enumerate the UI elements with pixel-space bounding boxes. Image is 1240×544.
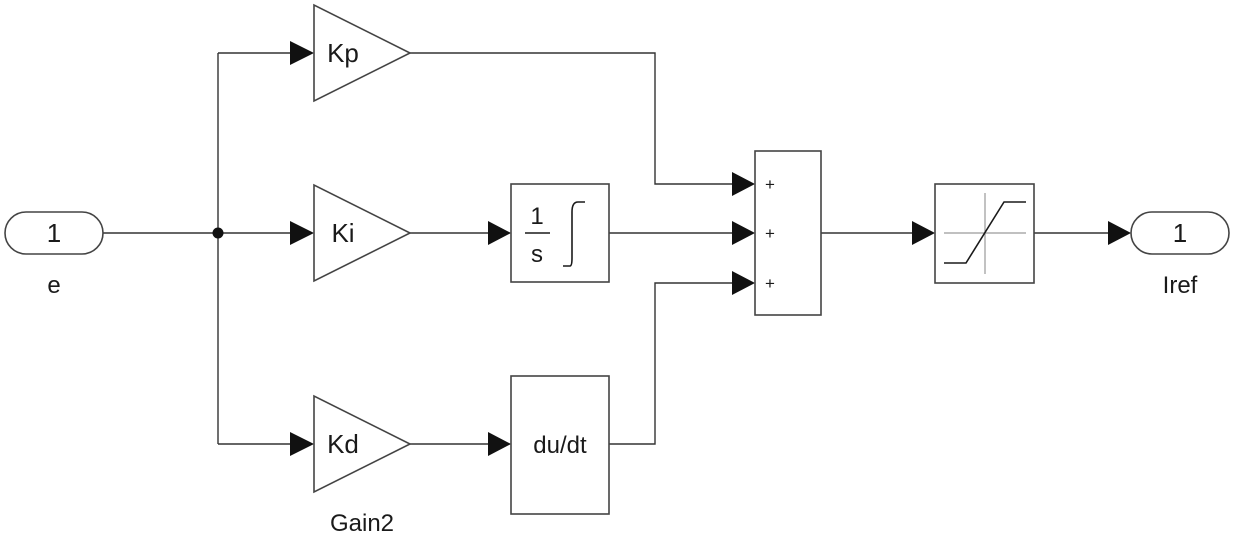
gain-kd-label: Kd — [327, 429, 359, 459]
arrow-into-sum-2 — [732, 221, 755, 245]
arrow-into-integrator — [488, 221, 511, 245]
integrator-numerator: 1 — [530, 203, 543, 230]
arrow-into-sum-3 — [732, 271, 755, 295]
arrow-into-kp — [290, 41, 314, 65]
sum-block[interactable]: + + + — [754, 150, 822, 316]
inport-shape[interactable] — [4, 211, 104, 255]
gain-kd-shape[interactable] — [313, 394, 412, 494]
inport-block[interactable]: 1 e — [4, 211, 104, 299]
gain-kd-name: Gain2 — [330, 510, 394, 537]
arrow-into-ki — [290, 221, 314, 245]
gain-kp-label: Kp — [327, 38, 359, 68]
signal-kp-to-sum[interactable] — [410, 52, 732, 185]
sum-sign-2: + — [765, 224, 775, 243]
integrator-block[interactable]: 1 s — [510, 183, 610, 283]
derivative-shape[interactable] — [510, 375, 610, 515]
inport-number: 1 — [47, 218, 61, 248]
inport-name: e — [47, 272, 60, 299]
arrow-into-kd — [290, 432, 314, 456]
gain-ki-block[interactable]: Ki — [313, 183, 412, 283]
gain-kd-block[interactable]: Kd Gain2 — [313, 394, 412, 537]
outport-block[interactable]: 1 Iref — [1130, 211, 1230, 299]
arrow-into-derivative — [488, 432, 511, 456]
signal-lines — [103, 52, 1108, 445]
arrowheads — [290, 41, 1131, 456]
gain-ki-shape[interactable] — [313, 183, 412, 283]
derivative-block[interactable]: du/dt — [510, 375, 610, 515]
integral-sign-icon — [563, 201, 585, 267]
arrow-into-sum-1 — [732, 172, 755, 196]
gain-kp-shape[interactable] — [313, 3, 412, 103]
outport-shape[interactable] — [1130, 211, 1230, 255]
sum-sign-3: + — [765, 274, 775, 293]
gain-ki-label: Ki — [331, 218, 354, 248]
outport-number: 1 — [1173, 218, 1187, 248]
sum-sign-1: + — [765, 175, 775, 194]
arrow-into-outport — [1108, 221, 1131, 245]
derivative-label: du/dt — [533, 432, 587, 459]
arrow-into-saturation — [912, 221, 935, 245]
saturation-block[interactable] — [934, 183, 1035, 284]
branch-point[interactable] — [212, 227, 224, 239]
sum-shape[interactable] — [754, 150, 822, 316]
outport-name: Iref — [1163, 272, 1198, 299]
signal-derivative-to-sum[interactable] — [609, 282, 732, 445]
gain-kp-block[interactable]: Kp — [313, 3, 412, 103]
saturation-curve-icon — [944, 201, 1026, 264]
integrator-denominator: s — [531, 241, 543, 268]
